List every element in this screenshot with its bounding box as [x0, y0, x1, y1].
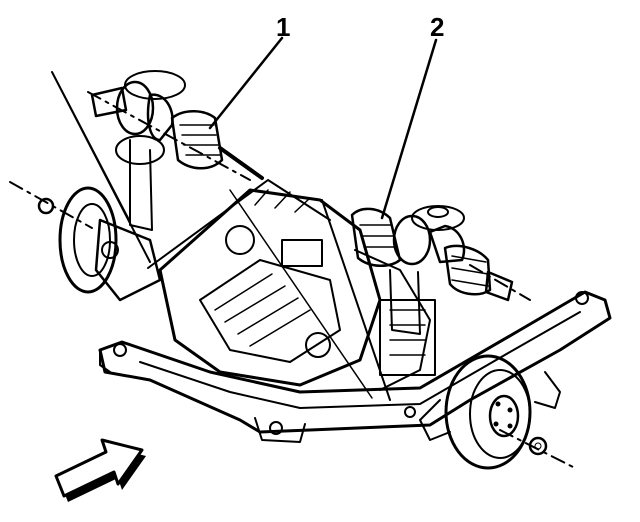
engine-transaxle-block — [158, 188, 436, 391]
callout-number-1: 1 — [276, 12, 291, 42]
callout-number-2: 2 — [430, 12, 445, 42]
right-halfshaft — [350, 205, 514, 335]
subframe-cradle — [98, 290, 612, 443]
left-halfshaft — [90, 70, 264, 231]
hollow-direction-arrow-icon — [54, 438, 146, 502]
left-wheel-hub — [37, 186, 162, 302]
right-wheel-hub — [419, 354, 548, 470]
